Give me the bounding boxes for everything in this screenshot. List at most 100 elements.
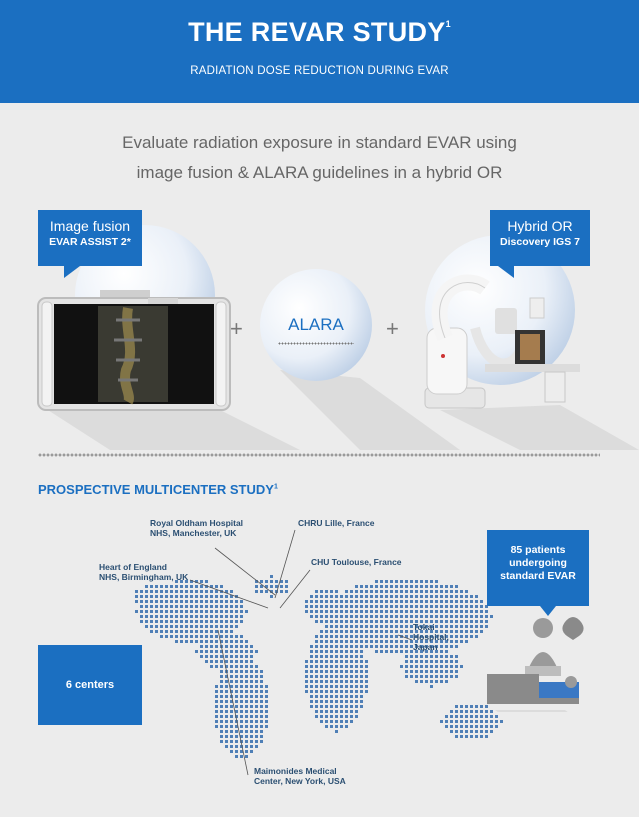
map-dot xyxy=(365,620,368,623)
map-dot xyxy=(360,680,363,683)
map-dot xyxy=(460,625,463,628)
map-dot xyxy=(405,595,408,598)
map-dot xyxy=(305,610,308,613)
map-dot xyxy=(235,685,238,688)
map-dot xyxy=(330,620,333,623)
map-dot xyxy=(245,730,248,733)
map-dot xyxy=(465,610,468,613)
map-dot xyxy=(420,645,423,648)
map-dot xyxy=(480,600,483,603)
map-dot xyxy=(495,725,498,728)
map-dot xyxy=(370,615,373,618)
map-dot xyxy=(230,680,233,683)
map-dot xyxy=(425,645,428,648)
map-dot xyxy=(360,690,363,693)
map-dot xyxy=(445,720,448,723)
map-dot xyxy=(430,600,433,603)
map-dot xyxy=(200,655,203,658)
map-dot xyxy=(370,590,373,593)
map-dot xyxy=(450,715,453,718)
map-dot xyxy=(350,645,353,648)
world-map xyxy=(135,575,503,758)
map-dot xyxy=(400,595,403,598)
map-dot xyxy=(315,685,318,688)
map-dot xyxy=(325,680,328,683)
map-dot xyxy=(465,595,468,598)
map-dot xyxy=(355,665,358,668)
map-dot xyxy=(335,700,338,703)
map-dot xyxy=(240,645,243,648)
map-dot xyxy=(425,585,428,588)
map-dot xyxy=(480,730,483,733)
map-dot xyxy=(390,590,393,593)
map-dot xyxy=(180,630,183,633)
map-dot xyxy=(220,705,223,708)
map-dot xyxy=(205,650,208,653)
map-dot xyxy=(210,665,213,668)
map-dot xyxy=(360,625,363,628)
map-dot xyxy=(360,665,363,668)
map-dot xyxy=(460,730,463,733)
map-dot xyxy=(240,615,243,618)
map-dot xyxy=(235,745,238,748)
map-dot xyxy=(250,725,253,728)
map-dot xyxy=(335,590,338,593)
map-dot xyxy=(455,665,458,668)
map-dot xyxy=(330,725,333,728)
map-dot xyxy=(380,630,383,633)
map-dot xyxy=(335,620,338,623)
map-dot xyxy=(180,605,183,608)
map-dot xyxy=(180,595,183,598)
map-dot xyxy=(455,595,458,598)
map-dot xyxy=(250,690,253,693)
map-dot xyxy=(215,705,218,708)
map-dot xyxy=(440,655,443,658)
map-dot xyxy=(220,625,223,628)
map-dot xyxy=(450,585,453,588)
map-dot xyxy=(255,735,258,738)
map-dot xyxy=(475,725,478,728)
map-dot xyxy=(415,610,418,613)
map-dot xyxy=(335,625,338,628)
map-dot xyxy=(170,615,173,618)
map-dot xyxy=(210,620,213,623)
map-dot xyxy=(420,595,423,598)
map-dot xyxy=(190,620,193,623)
map-dot xyxy=(490,615,493,618)
map-dot xyxy=(425,610,428,613)
map-dot xyxy=(220,730,223,733)
map-dot xyxy=(340,655,343,658)
map-dot xyxy=(395,615,398,618)
map-dot xyxy=(400,630,403,633)
map-dot xyxy=(205,660,208,663)
map-dot xyxy=(215,650,218,653)
map-dot xyxy=(430,585,433,588)
map-dot xyxy=(345,720,348,723)
map-dot xyxy=(345,680,348,683)
map-dot xyxy=(340,685,343,688)
map-dot xyxy=(440,650,443,653)
map-dot xyxy=(420,630,423,633)
map-dot xyxy=(320,690,323,693)
map-dot xyxy=(475,635,478,638)
map-dot xyxy=(470,705,473,708)
map-dot xyxy=(315,690,318,693)
map-dot xyxy=(305,685,308,688)
map-dot xyxy=(230,625,233,628)
map-dot xyxy=(150,585,153,588)
map-dot xyxy=(185,605,188,608)
map-dot xyxy=(135,600,138,603)
map-dot xyxy=(220,710,223,713)
map-dot xyxy=(350,685,353,688)
map-dot xyxy=(475,625,478,628)
map-dot xyxy=(360,645,363,648)
map-dot xyxy=(250,705,253,708)
map-dot xyxy=(230,745,233,748)
map-dot xyxy=(445,585,448,588)
map-dot xyxy=(155,590,158,593)
map-dot xyxy=(455,670,458,673)
map-dot xyxy=(240,710,243,713)
map-dot xyxy=(195,630,198,633)
map-dot xyxy=(490,720,493,723)
map-dot xyxy=(365,585,368,588)
